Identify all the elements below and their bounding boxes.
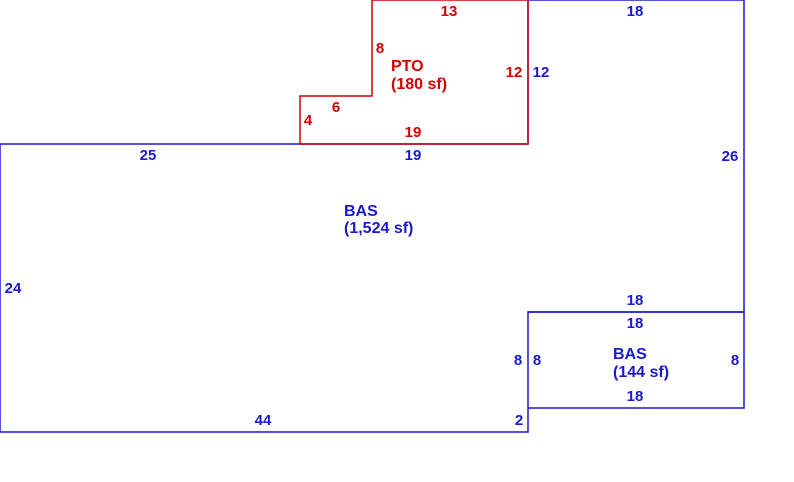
- dim-label-ell-bottom: 18: [627, 388, 644, 405]
- small-bas-code: BAS: [613, 346, 647, 363]
- dim-label-ell-right: 8: [731, 352, 739, 369]
- patio-dim-label-top: 13: [441, 3, 458, 20]
- dim-label-top-left: 25: [140, 147, 157, 164]
- dim-label-step: 2: [515, 412, 523, 429]
- patio-area: (180 sf): [391, 76, 447, 93]
- dim-label-ell-top-inner: 18: [627, 315, 644, 332]
- dim-label-top-mid: 19: [405, 147, 422, 164]
- main-bas-code: BAS: [344, 203, 378, 220]
- patio-dim-label-right: 12: [506, 64, 523, 81]
- dim-label-top-right: 18: [627, 3, 644, 20]
- patio-dim-label-left-upper: 8: [376, 40, 384, 57]
- dim-label-bottom: 44: [255, 412, 272, 429]
- small-bas-area: (144 sf): [613, 364, 669, 381]
- dim-label-ell-top-outer: 18: [627, 292, 644, 309]
- dim-label-left: 24: [5, 280, 22, 297]
- patio-dim-label-step-h: 6: [332, 99, 340, 116]
- patio-dim-label-step-v: 4: [304, 112, 313, 129]
- dim-label-mid-12: 12: [533, 64, 550, 81]
- patio-dim-label-bottom: 19: [405, 124, 422, 141]
- dim-label-ell-left-outer: 8: [514, 352, 522, 369]
- main-bas-area: (1,524 sf): [344, 220, 413, 237]
- dim-label-right-upper: 26: [722, 148, 739, 165]
- patio-outline: [299, 0, 529, 145]
- dim-label-ell-left-inner: 8: [533, 352, 541, 369]
- patio-code: PTO: [391, 58, 424, 75]
- small-bas-outline: [528, 311, 745, 409]
